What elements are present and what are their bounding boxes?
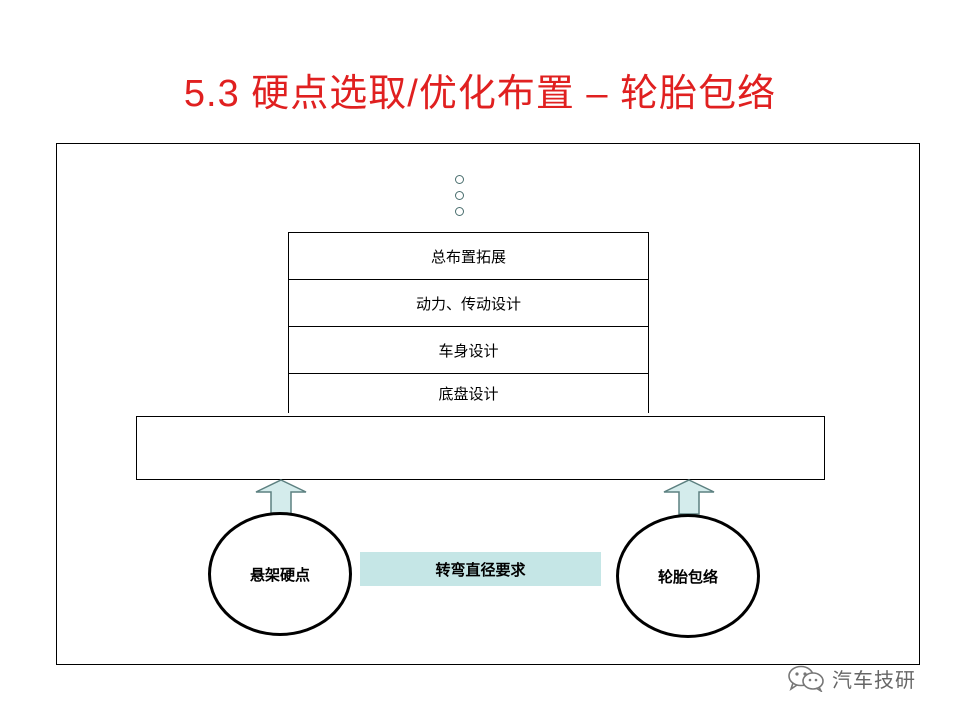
ellipsis-dot	[455, 175, 464, 184]
up-arrow-icon	[255, 479, 307, 515]
tire-envelope-label: 轮胎包络	[657, 567, 718, 586]
suspension-hardpoints-circle: 悬架硬点	[208, 512, 352, 636]
wechat-icon	[788, 665, 824, 692]
requirement-label: 转弯直径要求	[435, 560, 526, 579]
foundation-box	[136, 416, 825, 480]
layer-chassis-design: 底盘设计	[288, 373, 649, 413]
tire-envelope-circle: 轮胎包络	[616, 514, 760, 638]
diagram-frame	[56, 143, 920, 665]
layer-body-design: 车身设计	[288, 326, 649, 373]
watermark: 汽车技研	[786, 662, 916, 694]
ellipsis-dot	[455, 207, 464, 216]
turning-diameter-requirement: 转弯直径要求	[360, 552, 601, 586]
watermark-text: 汽车技研	[832, 667, 916, 692]
layer-general-layout: 总布置拓展	[288, 232, 649, 279]
suspension-hardpoints-label: 悬架硬点	[249, 565, 310, 584]
design-layer-stack: 总布置拓展 动力、传动设计 车身设计 底盘设计	[288, 232, 649, 413]
up-arrow-icon	[663, 479, 715, 515]
ellipsis-dot	[455, 191, 464, 200]
slide-title: 5.3 硬点选取/优化布置 – 轮胎包络	[183, 73, 777, 115]
layer-powertrain-design: 动力、传动设计	[288, 279, 649, 326]
